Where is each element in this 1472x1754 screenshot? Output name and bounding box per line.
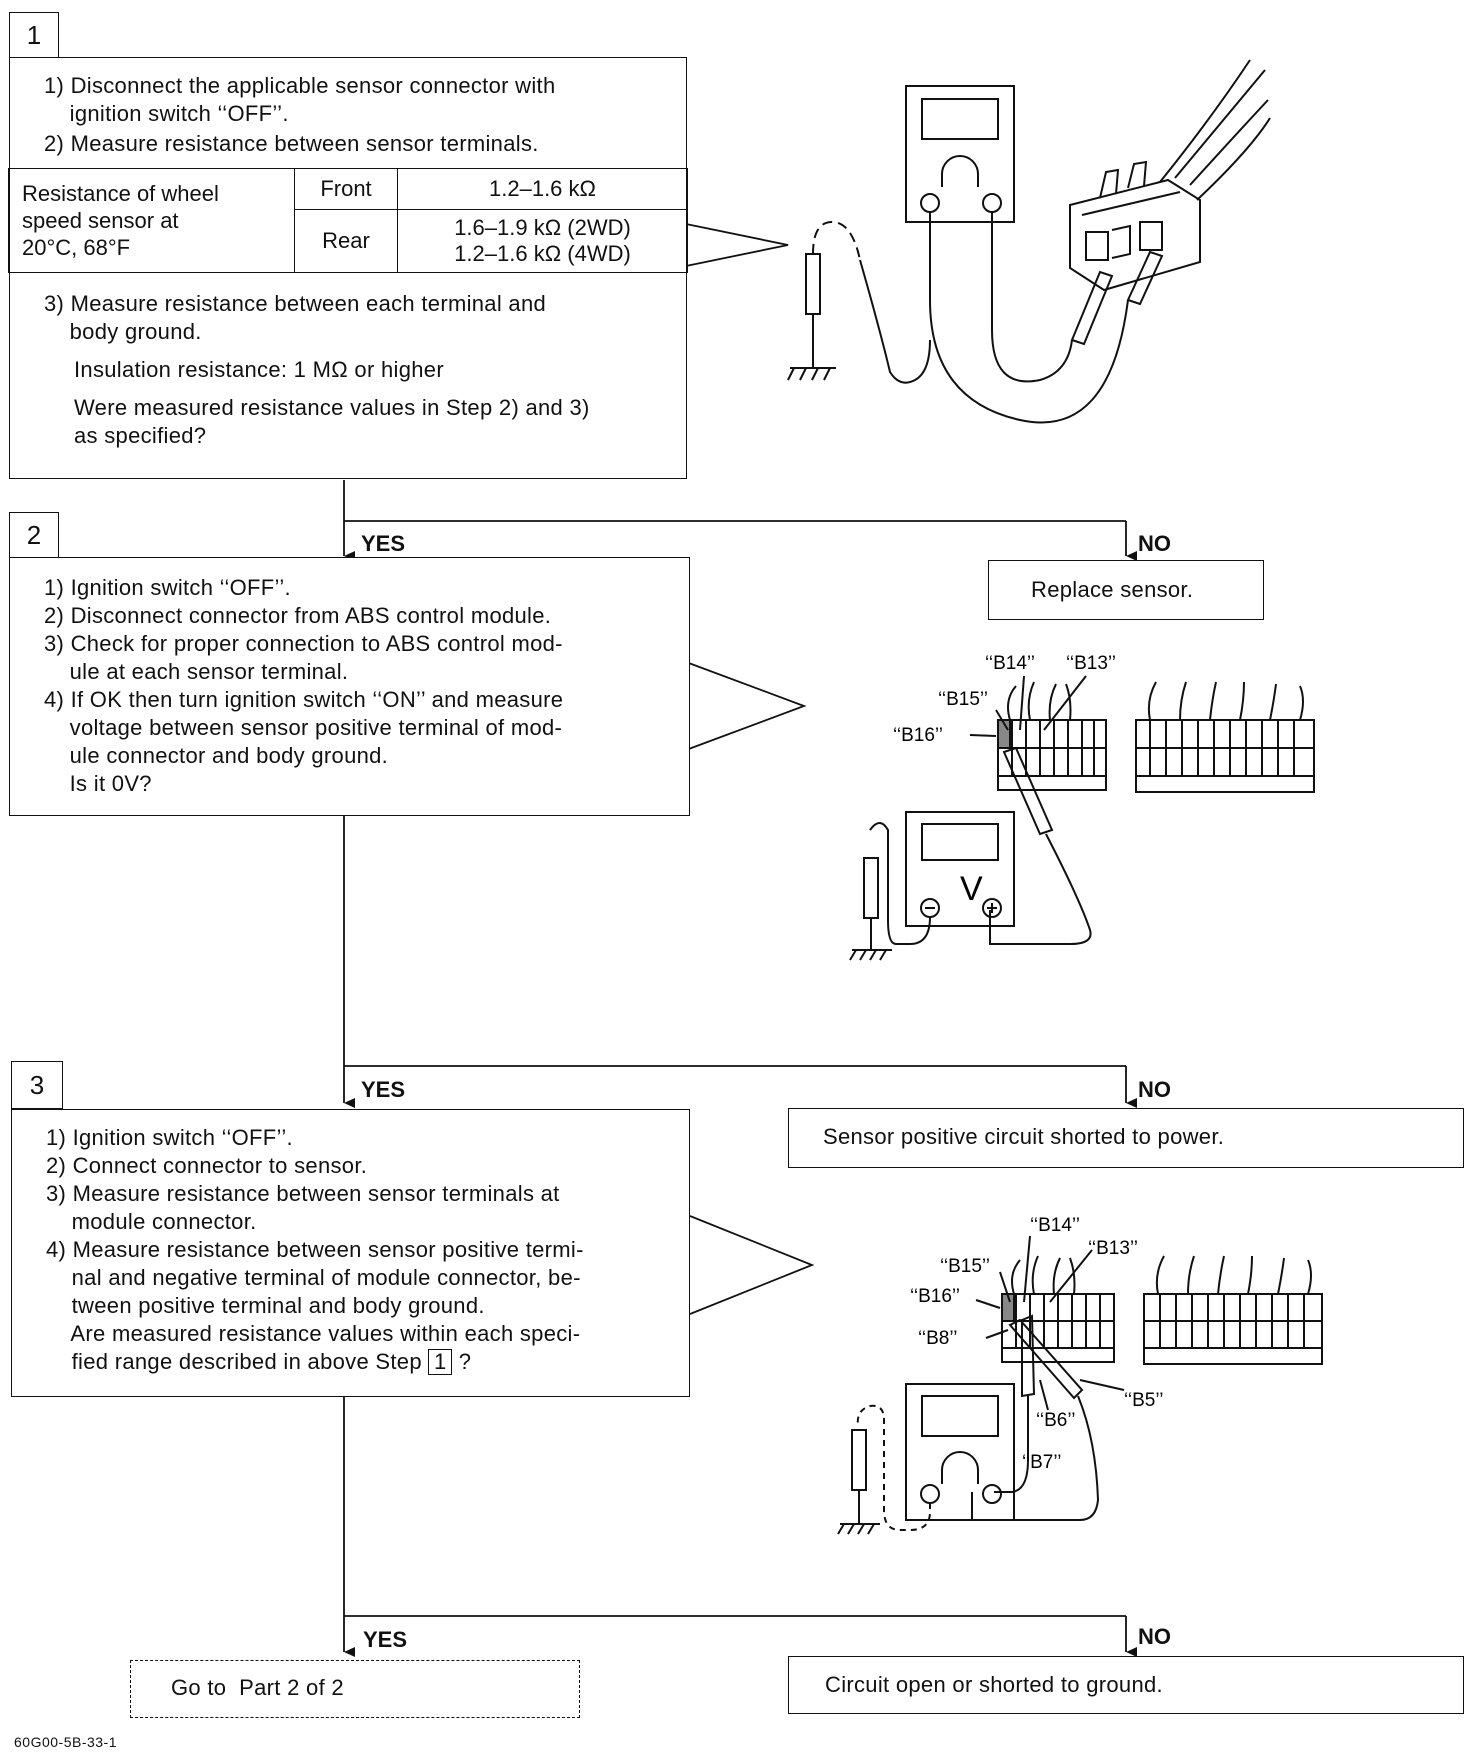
shorted-power-box: Sensor positive circuit shorted to power… — [788, 1108, 1464, 1168]
step-1-line-1: 1) Disconnect the applicable sensor conn… — [44, 73, 556, 98]
step-3-box: 1) Ignition switch ‘‘OFF’’. 2) Connect c… — [11, 1109, 690, 1397]
spec-rear-label: Rear — [294, 209, 398, 273]
step-2-line-2: 2) Disconnect connector from ABS control… — [44, 603, 552, 628]
pin-label-b15: ‘‘B15’’ — [938, 689, 988, 710]
step-2-box: 1) Ignition switch ‘‘OFF’’. 2) Disconnec… — [9, 557, 690, 816]
step-3-line-1: 1) Ignition switch ‘‘OFF’’. — [46, 1125, 293, 1150]
step-2-line-4: ule at each sensor terminal. — [44, 659, 349, 684]
spec-rear-value-2wd: 1.6–1.9 kΩ (2WD) — [454, 215, 631, 240]
pin-label-b16: ‘‘B16’’ — [893, 725, 943, 746]
spec-front-label: Front — [294, 168, 398, 210]
yes-label-3: YES — [363, 1627, 408, 1652]
goto-part2-box[interactable]: Go to Part 2 of 2 — [130, 1660, 580, 1718]
step-3-line-5: 4) Measure resistance between sensor pos… — [46, 1237, 584, 1262]
insulation-spec: Insulation resistance: 1 MΩ or higher — [74, 357, 444, 382]
spec-row-label: Resistance of wheel speed sensor at 20°C… — [8, 168, 295, 273]
step-1-line-3: 2) Measure resistance between sensor ter… — [44, 131, 539, 156]
step-2-line-5: 4) If OK then turn ignition switch ‘‘ON’… — [44, 687, 564, 712]
step-2-line-6: voltage between sensor positive terminal… — [44, 715, 563, 740]
figure-code: 60G00-5B-33-1 — [14, 1734, 118, 1750]
step-1-question-2: as specified? — [74, 423, 207, 448]
step-3-line-2: 2) Connect connector to sensor. — [46, 1153, 368, 1178]
spec-front-value: 1.2–1.6 kΩ — [397, 168, 688, 210]
ohmmeter-body — [905, 85, 1015, 223]
ohmmeter-display — [921, 98, 999, 140]
pin-label-b16: ‘‘B16’’ — [910, 1286, 960, 1307]
step-2-line-7: ule connector and body ground. — [44, 743, 389, 768]
step-2-line-3: 3) Check for proper connection to ABS co… — [44, 631, 563, 656]
open-ground-box: Circuit open or shorted to ground. — [788, 1656, 1464, 1714]
step-ref-box: 1 — [428, 1349, 453, 1375]
pin-label-b15: ‘‘B15’’ — [940, 1256, 990, 1277]
step-3-number: 3 — [11, 1061, 63, 1109]
step-3-line-9-text: fied range described in above Step — [46, 1349, 422, 1374]
no-label-1: NO — [1138, 531, 1171, 556]
replace-sensor-text: Replace sensor. — [1031, 577, 1194, 602]
open-ground-text: Circuit open or shorted to ground. — [825, 1672, 1163, 1697]
step-3-line-9: fied range described in above Step 1 ? — [46, 1348, 471, 1376]
step-2-number: 2 — [9, 512, 59, 558]
step-3-line-8: Are measured resistance values within ea… — [46, 1321, 581, 1346]
pin-label-b13: ‘‘B13’’ — [1066, 653, 1116, 674]
step-1-question-1: Were measured resistance values in Step … — [74, 395, 590, 420]
yes-label-1: YES — [361, 531, 406, 556]
step-1-line-5: body ground. — [44, 319, 202, 344]
resistance-spec-table: Resistance of wheel speed sensor at 20°C… — [8, 168, 688, 273]
pin-label-b14: ‘‘B14’’ — [985, 653, 1035, 674]
step-2-line-1: 1) Ignition switch ‘‘OFF’’. — [44, 575, 291, 600]
pin-label-b6: ‘‘B6’’ — [1036, 1410, 1075, 1431]
voltmeter-symbol: V — [960, 870, 983, 908]
no-label-2: NO — [1138, 1077, 1171, 1102]
step-1-number: 1 — [9, 12, 59, 58]
step-3-line-6: nal and negative terminal of module conn… — [46, 1265, 581, 1290]
step-3-line-7: tween positive terminal and body ground. — [46, 1293, 485, 1318]
goto-part2-text: Go to Part 2 of 2 — [171, 1675, 344, 1700]
step-1-line-2: ignition switch ‘‘OFF’’. — [44, 101, 289, 126]
pin-label-b7: ‘‘B7’’ — [1022, 1452, 1061, 1473]
step-ref-suffix: ? — [458, 1349, 472, 1374]
spec-rear-value-4wd: 1.2–1.6 kΩ (4WD) — [454, 241, 631, 266]
step-3-line-4: module connector. — [46, 1209, 257, 1234]
pin-label-b8: ‘‘B8’’ — [918, 1328, 957, 1349]
pin-label-b5: ‘‘B5’’ — [1124, 1390, 1163, 1411]
step-1-line-4: 3) Measure resistance between each termi… — [44, 291, 547, 316]
pin-label-b14: ‘‘B14’’ — [1030, 1215, 1080, 1236]
step-2-line-8: Is it 0V? — [44, 771, 152, 796]
shorted-power-text: Sensor positive circuit shorted to power… — [823, 1124, 1225, 1149]
step-1-box: 1) Disconnect the applicable sensor conn… — [8, 57, 688, 479]
ohm-symbol — [941, 155, 979, 187]
step-3-line-3: 3) Measure resistance between sensor ter… — [46, 1181, 560, 1206]
no-label-3: NO — [1138, 1624, 1171, 1649]
pin-label-b13: ‘‘B13’’ — [1088, 1238, 1138, 1259]
replace-sensor-box: Replace sensor. — [988, 560, 1264, 620]
yes-label-2: YES — [361, 1077, 406, 1102]
spec-rear-values: 1.6–1.9 kΩ (2WD) 1.2–1.6 kΩ (4WD) — [397, 209, 688, 273]
